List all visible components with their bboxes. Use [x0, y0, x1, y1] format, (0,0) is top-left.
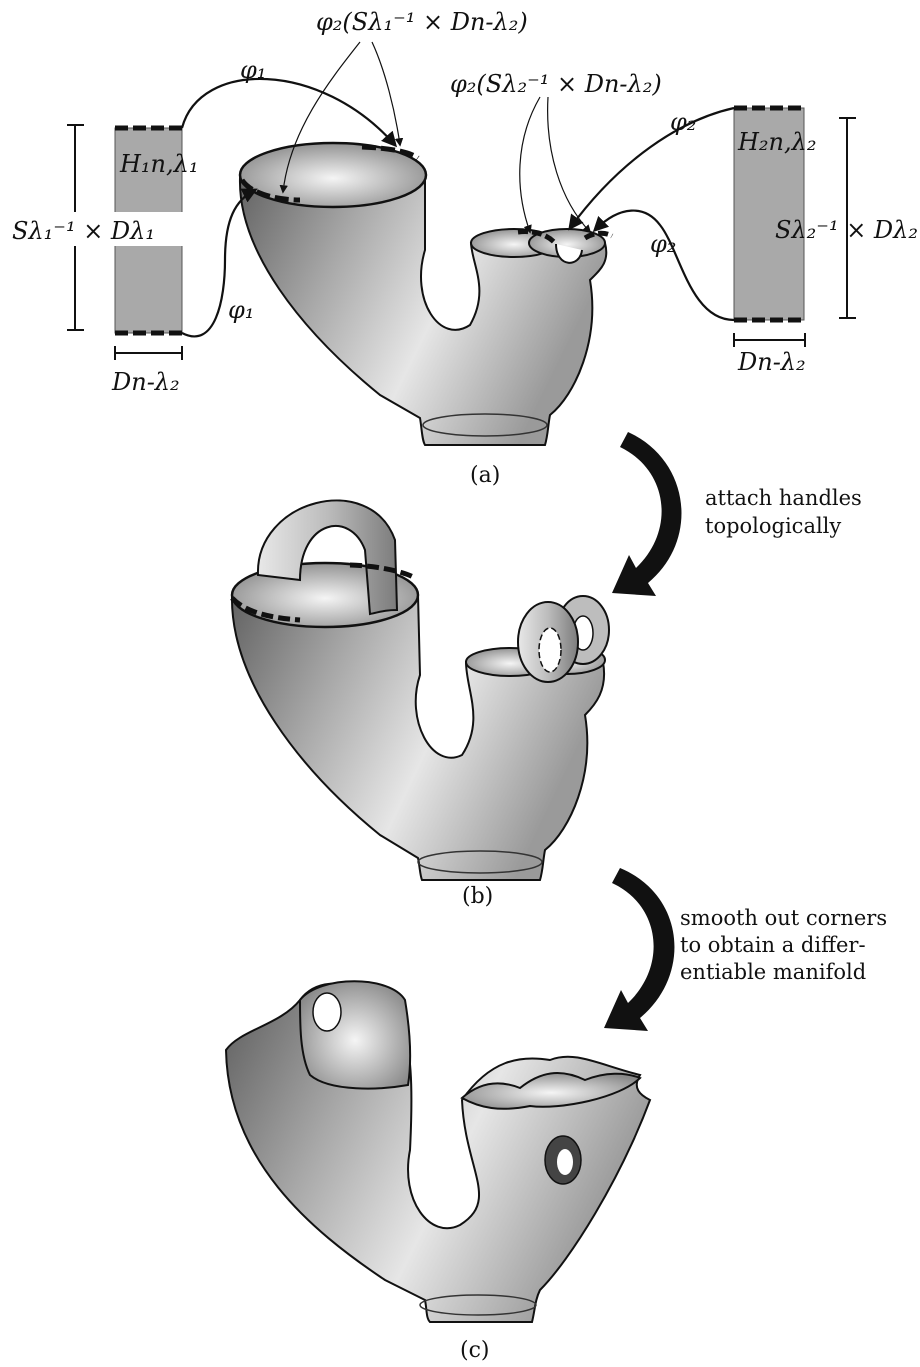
map-phi2-top	[570, 108, 734, 228]
pointer-top-2	[372, 42, 400, 145]
label-d-right: Dn-λ₂	[737, 348, 806, 376]
caption-c: (c)	[460, 1338, 490, 1363]
panel-b: (b)	[232, 500, 609, 909]
label-phi1-bottom: φ₁	[228, 296, 254, 324]
label-s-left: Sλ₁⁻¹ × Dλ₁	[12, 217, 155, 245]
caption-b: (b)	[462, 884, 493, 909]
panel-a: H₁n,λ₁ H₂n,λ₂ Sλ₁⁻¹ × Dλ₁ Sλ₂⁻¹ × Dλ₂ Dn…	[8, 8, 918, 488]
side-hole-c-inner	[557, 1149, 573, 1175]
note-step2-line3: entiable manifold	[680, 960, 866, 984]
label-phi2-right-bottom: φ₂	[650, 230, 676, 258]
caption-a: (a)	[470, 463, 500, 488]
label-s-right: Sλ₂⁻¹ × Dλ₂	[775, 216, 918, 244]
map-phi1-top	[182, 79, 395, 145]
label-h2: H₂n,λ₂	[737, 128, 816, 156]
inner-opening-c	[300, 981, 410, 1088]
curved-arrow-2-icon	[604, 868, 674, 1031]
note-step2-line1: smooth out corners	[680, 906, 887, 930]
note-step1-line2: topologically	[705, 514, 841, 538]
torus-handle-b-hole	[539, 628, 561, 672]
label-phi2-right-top: φ₂	[670, 108, 696, 136]
map-phi2-bottom	[595, 211, 734, 320]
curved-arrow-1-icon	[612, 432, 681, 596]
label-d-left: Dn-λ₂	[111, 368, 180, 396]
pointer-mid-1	[520, 97, 540, 232]
surface-c-body	[226, 984, 650, 1322]
note-step1-line1: attach handles	[705, 486, 862, 510]
label-phi2-top: φ₂(Sλ₁⁻¹ × Dn-λ₂)	[316, 8, 528, 36]
note-step2-line2: to obtain a differ-	[680, 933, 866, 957]
hole-c-top	[313, 993, 341, 1031]
label-phi2-mid: φ₂(Sλ₂⁻¹ × Dn-λ₂)	[450, 70, 662, 98]
label-h1: H₁n,λ₁	[119, 150, 198, 178]
label-phi1-top: φ₁	[240, 56, 266, 84]
panel-c: (c)	[226, 981, 650, 1363]
